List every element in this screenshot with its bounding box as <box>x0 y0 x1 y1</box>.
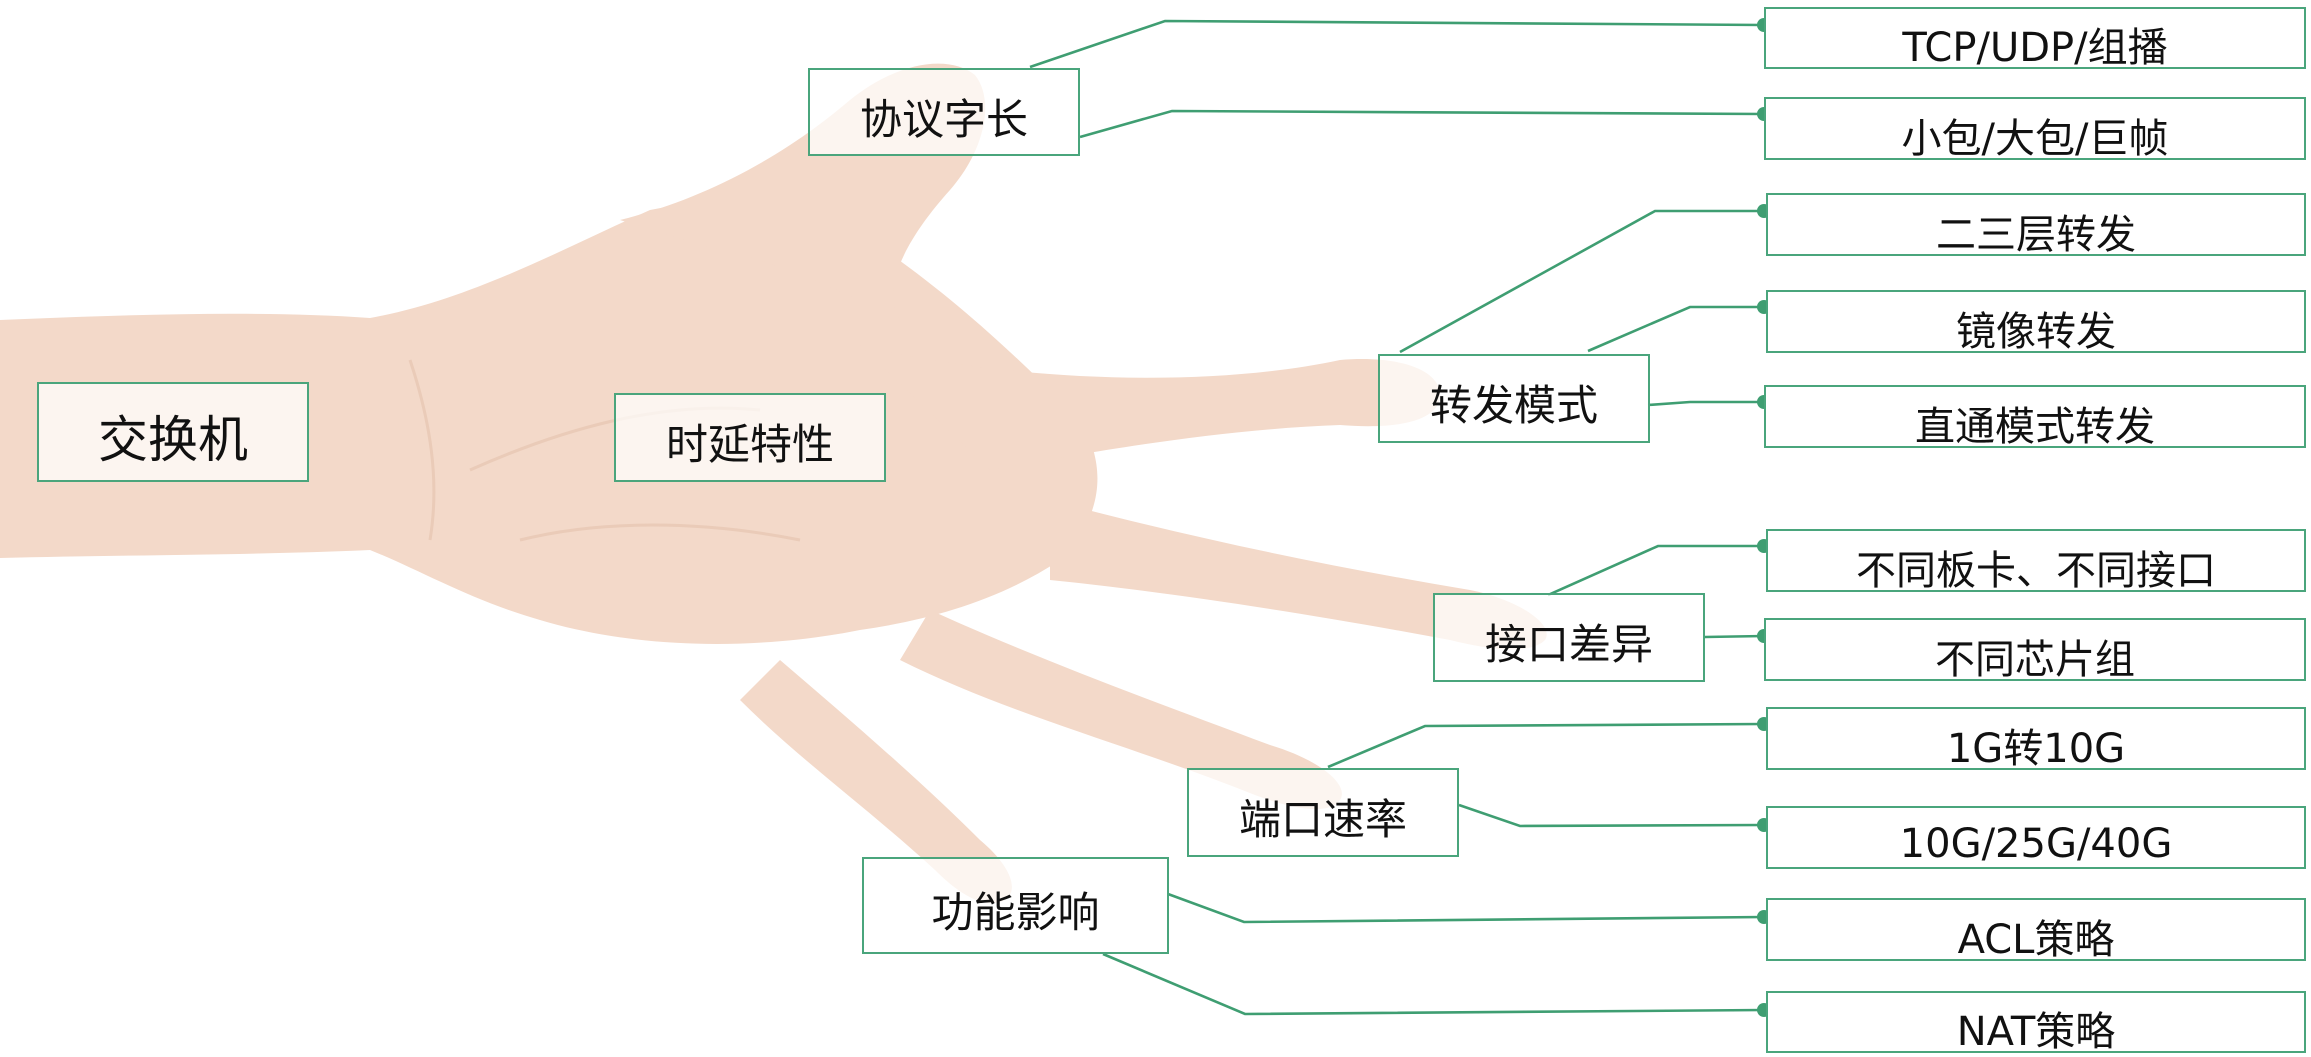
connector-line <box>1079 109 1765 139</box>
branch-box-interface-difference: 接口差异 <box>1433 593 1705 682</box>
leaf-box-different-chipsets: 不同芯片组 <box>1764 618 2306 683</box>
connector-line <box>1458 803 1765 828</box>
palm-shape <box>0 203 1098 644</box>
leaf-box-mirror-forwarding: 镜像转发 <box>1766 290 2306 355</box>
leaf-box-1g-to-10g: 1G转10G <box>1766 707 2306 772</box>
palm-crease <box>408 359 436 541</box>
palm-crease <box>519 523 801 542</box>
leaf-box-10g-25g-40g: 10G/25G/40G <box>1766 806 2306 869</box>
leaf-box-acl-policy: ACL策略 <box>1766 898 2306 963</box>
connector-lines <box>1029 19 1765 1016</box>
leaf-box-l2-l3-forwarding: 二三层转发 <box>1766 193 2306 258</box>
branch-box-protocol-length: 协议字长 <box>808 68 1080 156</box>
connector-line <box>1102 952 1765 1016</box>
root-node-box: 交换机 <box>37 382 309 482</box>
index-finger-shape <box>860 345 1440 470</box>
connector-line <box>1327 722 1765 769</box>
connector-line <box>1029 19 1765 69</box>
branch-box-function-impact: 功能影响 <box>862 857 1169 954</box>
center-node-box: 时延特性 <box>614 393 886 482</box>
connector-line <box>1587 305 1764 353</box>
connector-line <box>1399 209 1764 354</box>
connector-line <box>1167 892 1765 924</box>
connector-line <box>1704 634 1765 639</box>
branch-box-port-speed: 端口速率 <box>1187 768 1459 857</box>
branch-box-forwarding-mode: 转发模式 <box>1378 354 1650 443</box>
leaf-box-tcp-udp-multicast: TCP/UDP/组播 <box>1764 7 2306 71</box>
leaf-box-nat-policy: NAT策略 <box>1766 991 2306 1055</box>
middle-finger-shape <box>1050 500 1547 650</box>
little-finger-shape <box>740 660 1012 904</box>
leaf-box-packet-size: 小包/大包/巨帧 <box>1764 97 2306 162</box>
connector-line <box>1547 544 1764 597</box>
leaf-box-different-cards-ports: 不同板卡、不同接口 <box>1766 529 2306 594</box>
connector-line <box>1647 400 1764 407</box>
ring-finger-shape <box>900 610 1342 810</box>
leaf-box-cut-through-forwarding: 直通模式转发 <box>1764 385 2306 450</box>
